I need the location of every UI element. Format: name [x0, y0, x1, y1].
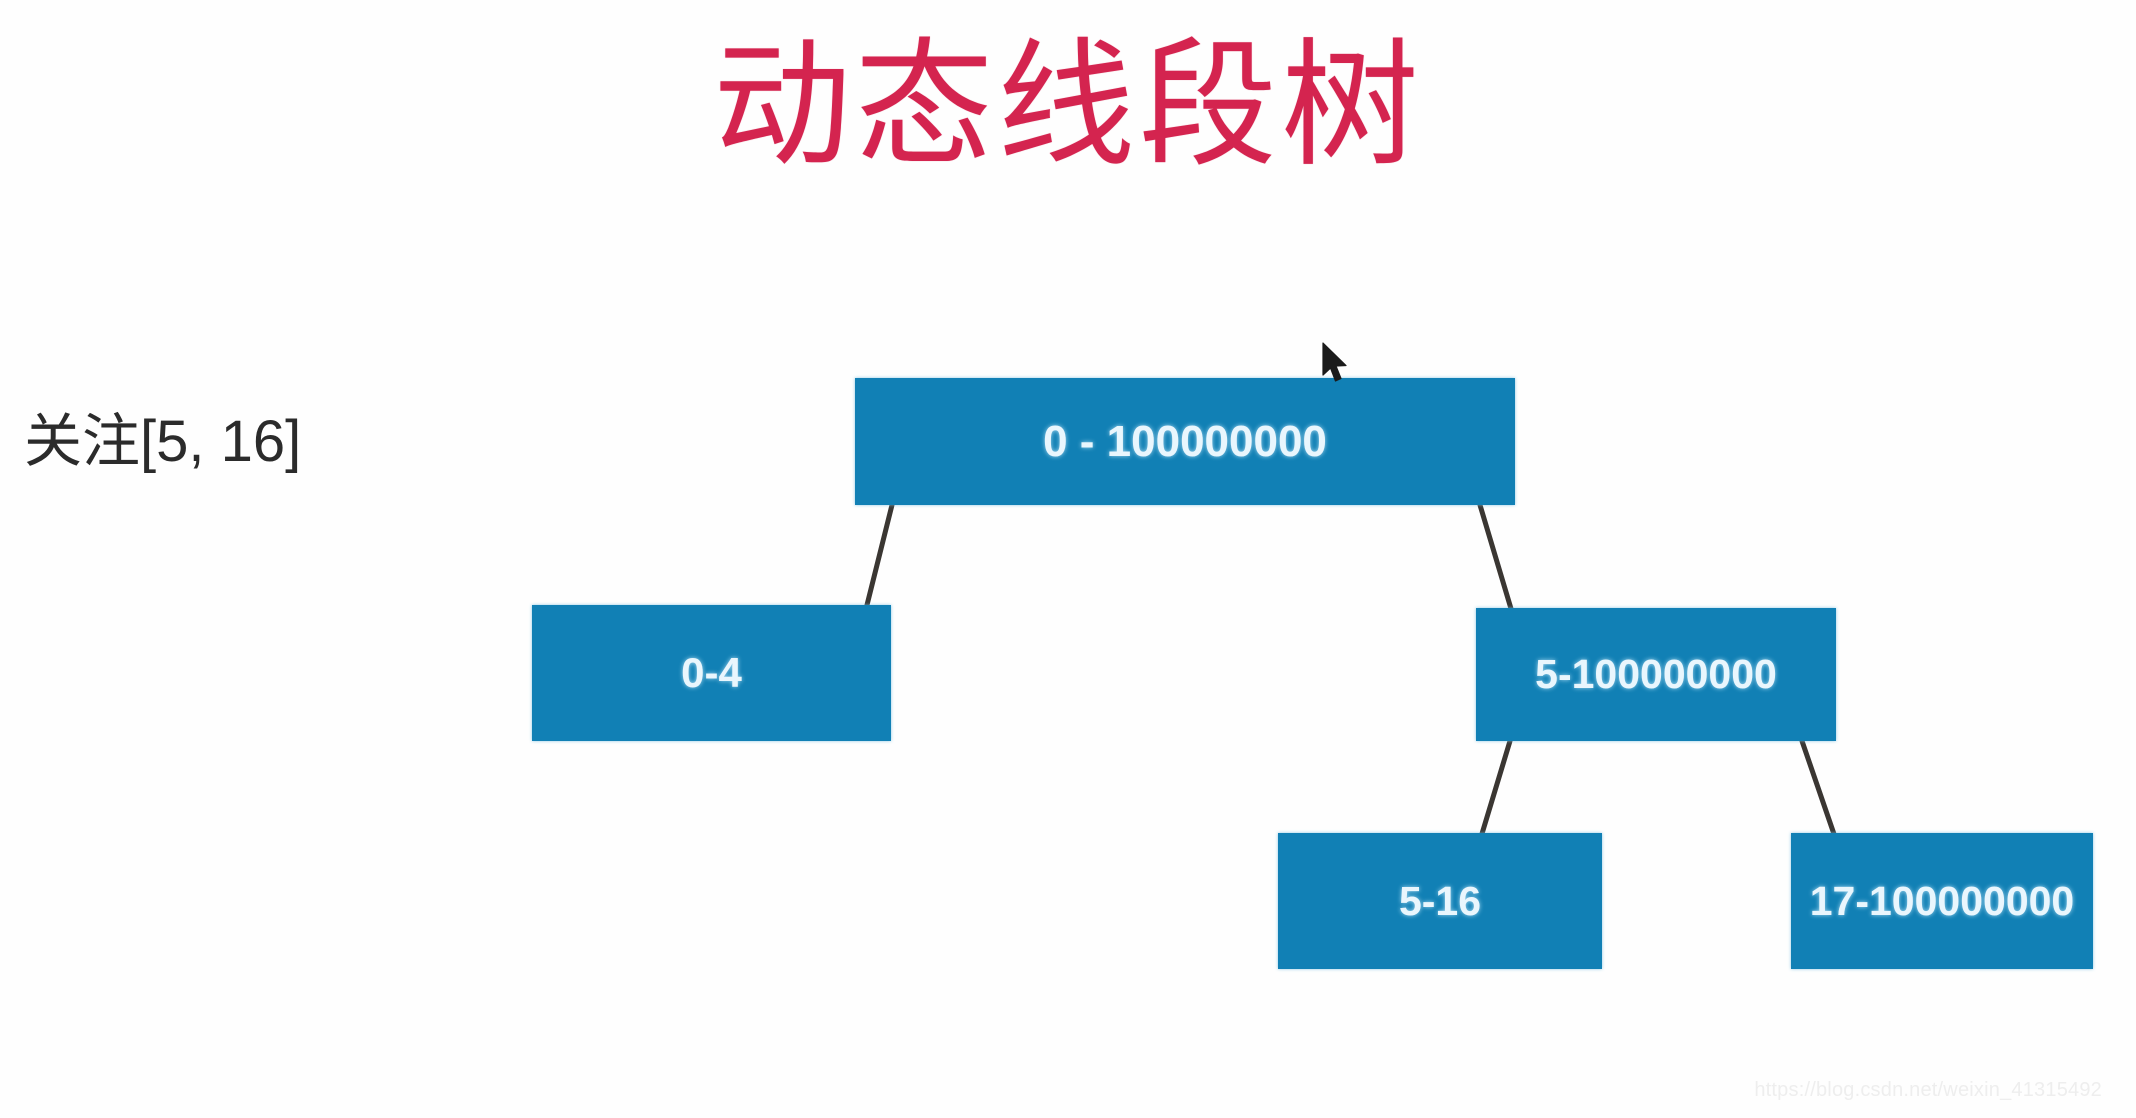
edge-right-to-right-left [1478, 738, 1513, 840]
page-title: 动态线段树 [712, 29, 1423, 183]
tree-node-right[interactable]: 5-100000000 [1476, 608, 1836, 741]
focus-range-label: 关注[5, 16] [24, 409, 302, 474]
edge-right-to-right-right [1799, 738, 1838, 840]
watermark-url: https://blog.csdn.net/weixin_41315492 [1754, 1079, 2102, 1101]
tree-node-root[interactable]: 0 - 100000000 [855, 378, 1515, 505]
tree-node-right-right-label: 17-100000000 [1809, 877, 2075, 924]
tree-node-right-left-label: 5-16 [1398, 877, 1482, 924]
edge-root-to-right [1477, 502, 1515, 615]
tree-node-left[interactable]: 0-4 [532, 605, 891, 741]
tree-node-right-right[interactable]: 17-100000000 [1791, 833, 2093, 969]
tree-node-root-label: 0 - 100000000 [1043, 416, 1327, 466]
tree-node-right-label: 5-100000000 [1535, 651, 1777, 697]
tree-node-left-label: 0-4 [681, 649, 742, 696]
edge-root-to-left [862, 502, 895, 616]
tree-node-right-left[interactable]: 5-16 [1278, 833, 1602, 969]
